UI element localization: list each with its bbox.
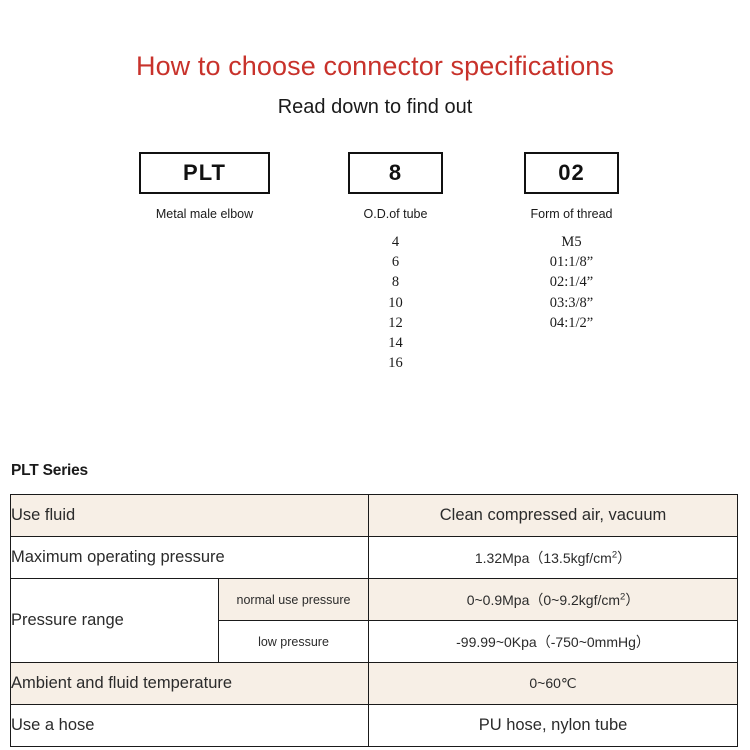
series-heading: PLT Series [11,462,88,479]
row-sub-label: low pressure [217,620,370,663]
option-item: 8 [391,274,400,291]
row-label: Maximum operating pressure [9,536,370,579]
option-item: 10 [388,294,403,311]
row-value: Clean compressed air, vacuum [368,494,739,537]
table-row: Use fluid Clean compressed air, vacuum [9,494,739,537]
code-box-od-text: 8 [388,159,403,185]
option-item: 6 [391,253,400,270]
code-box-series-text: PLT [183,159,226,185]
code-box-series: PLT [139,151,270,194]
table-row: Maximum operating pressure 1.32Mpa（13.5k… [9,536,739,579]
row-value: 1.32Mpa（13.5kgf/cm2） [368,536,739,579]
option-item: M5 [561,233,582,250]
option-item: 01:1/8” [549,253,594,270]
value-suffix: ） [625,591,640,608]
specification-table: Use fluid Clean compressed air, vacuum M… [9,494,739,747]
value-superscript: 2 [611,548,618,560]
row-value: 0~0.9Mpa（0~9.2kgf/cm2） [368,578,739,621]
option-item: 16 [388,355,403,372]
code-column-thread: 02 Form of thread M5 01:1/8” 02:1/4” 03:… [524,151,619,333]
value-suffix: ） [617,549,632,566]
row-label: Use a hose [9,704,370,747]
value-prefix: 0~0.9Mpa（0~9.2kgf/cm [466,591,621,608]
table-row: Pressure range normal use pressure 0~0.9… [10,578,739,663]
option-item: 02:1/4” [549,274,594,291]
value-prefix: 1.32Mpa（13.5kgf/cm [474,549,612,566]
code-box-thread-text: 02 [558,159,585,185]
page-header: How to choose connector specifications R… [0,0,750,118]
option-item: 4 [391,233,400,250]
part-number-breakdown: PLT Metal male elbow 8 O.D.of tube 4 6 8… [0,151,750,402]
code-caption-od: O.D.of tube [363,206,428,221]
option-item: 04:1/2” [549,314,594,331]
row-sub-label: normal use pressure [217,578,370,621]
option-item: 14 [388,335,403,352]
code-column-series: PLT Metal male elbow [139,151,270,221]
code-column-od: 8 O.D.of tube 4 6 8 10 12 14 16 [348,151,443,374]
code-options-thread: M5 01:1/8” 02:1/4” 03:3/8” 04:1/2” [524,232,619,333]
row-value: 0~60℃ [368,662,739,705]
table-row: Ambient and fluid temperature 0~60℃ [9,662,739,705]
code-caption-thread: Form of thread [530,206,613,221]
code-options-od: 4 6 8 10 12 14 16 [348,232,443,374]
option-item: 03:3/8” [549,294,594,311]
page-subtitle: Read down to find out [277,95,473,118]
code-box-od: 8 [348,151,443,194]
spec-table-section: PLT Series Use fluid Clean compressed ai… [9,462,739,747]
page-title: How to choose connector specifications [135,51,615,81]
option-item: 12 [388,314,403,331]
table-row: Use a hose PU hose, nylon tube [9,704,739,747]
code-caption-series: Metal male elbow [155,206,254,221]
row-label: Pressure range [10,578,219,663]
row-label: Use fluid [9,494,370,537]
row-value: -99.99~0Kpa（-750~0mmHg） [368,620,739,663]
value-superscript: 2 [620,590,626,602]
row-value: PU hose, nylon tube [368,704,739,747]
row-label: Ambient and fluid temperature [9,662,370,705]
code-box-thread: 02 [524,151,619,194]
